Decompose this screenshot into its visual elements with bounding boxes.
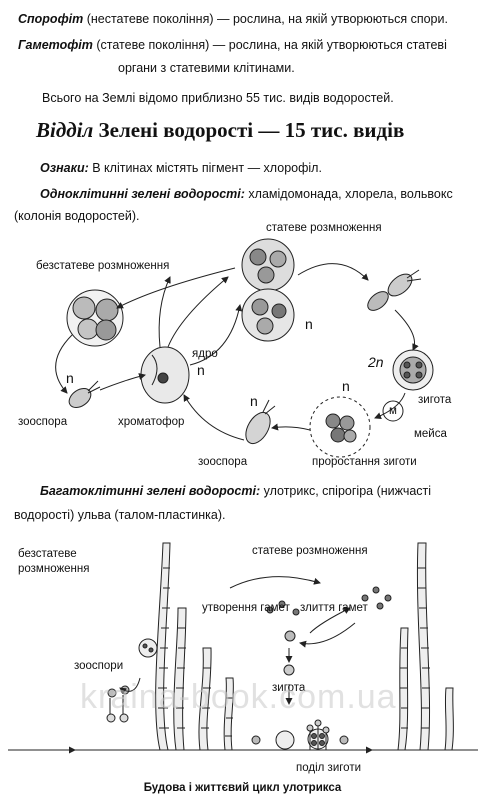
label-gamete-formation: утворення гамет bbox=[202, 602, 290, 614]
gametophyte-text-1: (статеве покоління) — рослина, на якій у… bbox=[96, 38, 447, 52]
unicellular-text-1: хламідомонада, хлорела, вольвокс bbox=[248, 187, 453, 201]
section-title-italic: Відділ bbox=[36, 118, 94, 142]
label-n-sprout: n bbox=[342, 378, 350, 394]
sporophyte-definition: Спорофіт (нестатеве покоління) — рослина… bbox=[18, 11, 448, 27]
multicellular-text-1: улотрикс, спірогіра (нижчасті bbox=[263, 484, 432, 498]
label-n-pair: n bbox=[305, 316, 313, 332]
features-text: В клітинах містять пігмент — хлорофіл. bbox=[92, 161, 322, 175]
label-nucleus: ядро bbox=[192, 348, 218, 360]
section-title-rest: Зелені водорості — 15 тис. видів bbox=[98, 118, 405, 142]
zygote-division bbox=[251, 728, 349, 750]
features-line: Ознаки: В клітинах містять пігмент — хло… bbox=[40, 160, 322, 176]
chlamydomonas-cell bbox=[140, 276, 229, 404]
zygote-2n bbox=[392, 349, 434, 391]
label-chromatophore: хроматофор bbox=[118, 416, 185, 428]
chlamydomonas-cycle-diagram bbox=[55, 238, 434, 458]
filament-mid-2 bbox=[223, 677, 234, 751]
label-asexual-1: безстатеве bbox=[18, 548, 77, 560]
label-n-zoospore: n bbox=[250, 393, 258, 409]
label-zoospore-bottom: зооспора bbox=[198, 456, 248, 468]
label-asexual-2: розмноження bbox=[18, 563, 90, 575]
gametophyte-term: Гаметофіт bbox=[18, 38, 93, 52]
label-zoospores: зооспори bbox=[74, 660, 124, 672]
filament-mid-1 bbox=[198, 647, 212, 751]
zoospore-left-cell bbox=[68, 380, 101, 409]
label-sexual: статеве розмноження bbox=[252, 545, 368, 557]
gametes bbox=[266, 586, 392, 616]
fusing-gametes bbox=[367, 269, 422, 311]
sporophyte-term: Спорофіт bbox=[18, 12, 84, 26]
unicellular-text-2: (колонія водоростей). bbox=[14, 209, 140, 223]
asexual-colony-cell bbox=[66, 289, 124, 347]
unicellular-line: Одноклітинні зелені водорості: хламідомо… bbox=[40, 186, 453, 202]
gametophyte-definition: Гаметофіт (статеве покоління) — рослина,… bbox=[18, 37, 447, 53]
meiosis-cell bbox=[382, 400, 404, 422]
ulothrix-cycle-diagram bbox=[8, 542, 478, 754]
label-zygote: зигота bbox=[418, 394, 452, 406]
label-meiosis: мейса bbox=[414, 428, 447, 440]
zygote-cell bbox=[283, 664, 295, 676]
label-2n: 2n bbox=[368, 354, 384, 370]
gamete-colonies bbox=[241, 238, 295, 342]
multicellular-label: Багатоклітинні зелені водорості: bbox=[40, 484, 261, 498]
multicellular-line: Багатоклітинні зелені водорості: улотрик… bbox=[40, 483, 431, 499]
species-total: Всього на Землі відомо приблизно 55 тис.… bbox=[42, 91, 394, 105]
label-n-left: n bbox=[66, 370, 74, 386]
unicellular-label: Одноклітинні зелені водорості: bbox=[40, 187, 245, 201]
figure-caption: Будова і життєвий цикл улотрикса bbox=[143, 782, 342, 794]
section-title: Відділ Зелені водорості — 15 тис. видів bbox=[36, 118, 404, 143]
filament-right-tall bbox=[416, 542, 431, 751]
zoospores-free bbox=[106, 685, 130, 723]
label-zygote-sprouting: проростання зиготи bbox=[312, 456, 417, 468]
label-sexual-reproduction: статеве розмноження bbox=[266, 222, 382, 234]
zoospore-sporangium bbox=[138, 638, 158, 658]
filament-sporangia bbox=[173, 607, 187, 751]
label-n-center: n bbox=[197, 362, 205, 378]
label-zygote-division: поділ зиготи bbox=[296, 762, 362, 774]
filament-left-tall bbox=[155, 542, 171, 751]
features-label: Ознаки: bbox=[40, 161, 89, 175]
gametophyte-text-2: органи з статевими клітинами. bbox=[118, 61, 295, 75]
label-asexual-reproduction: безстатеве розмноження bbox=[36, 260, 170, 272]
zygote-sprouting bbox=[309, 396, 371, 458]
seedlings bbox=[306, 719, 330, 750]
filament-right-short bbox=[444, 687, 454, 751]
filament-right-mid bbox=[397, 627, 409, 751]
label-gamete-fusion: злиття гамет bbox=[300, 602, 368, 614]
label-zoospore-left: зооспора bbox=[18, 416, 68, 428]
label-zygote-2: зигота bbox=[272, 682, 306, 694]
label-m: м bbox=[389, 405, 397, 417]
zoospore-bottom-cell bbox=[245, 399, 276, 445]
sporophyte-text: (нестатеве покоління) — рослина, на якій… bbox=[86, 12, 448, 26]
multicellular-text-2: водорості) ульва (талом-пластинка). bbox=[14, 508, 226, 522]
watermark: kraina-book.com.ua bbox=[80, 678, 397, 716]
fused-gametes bbox=[284, 630, 296, 642]
